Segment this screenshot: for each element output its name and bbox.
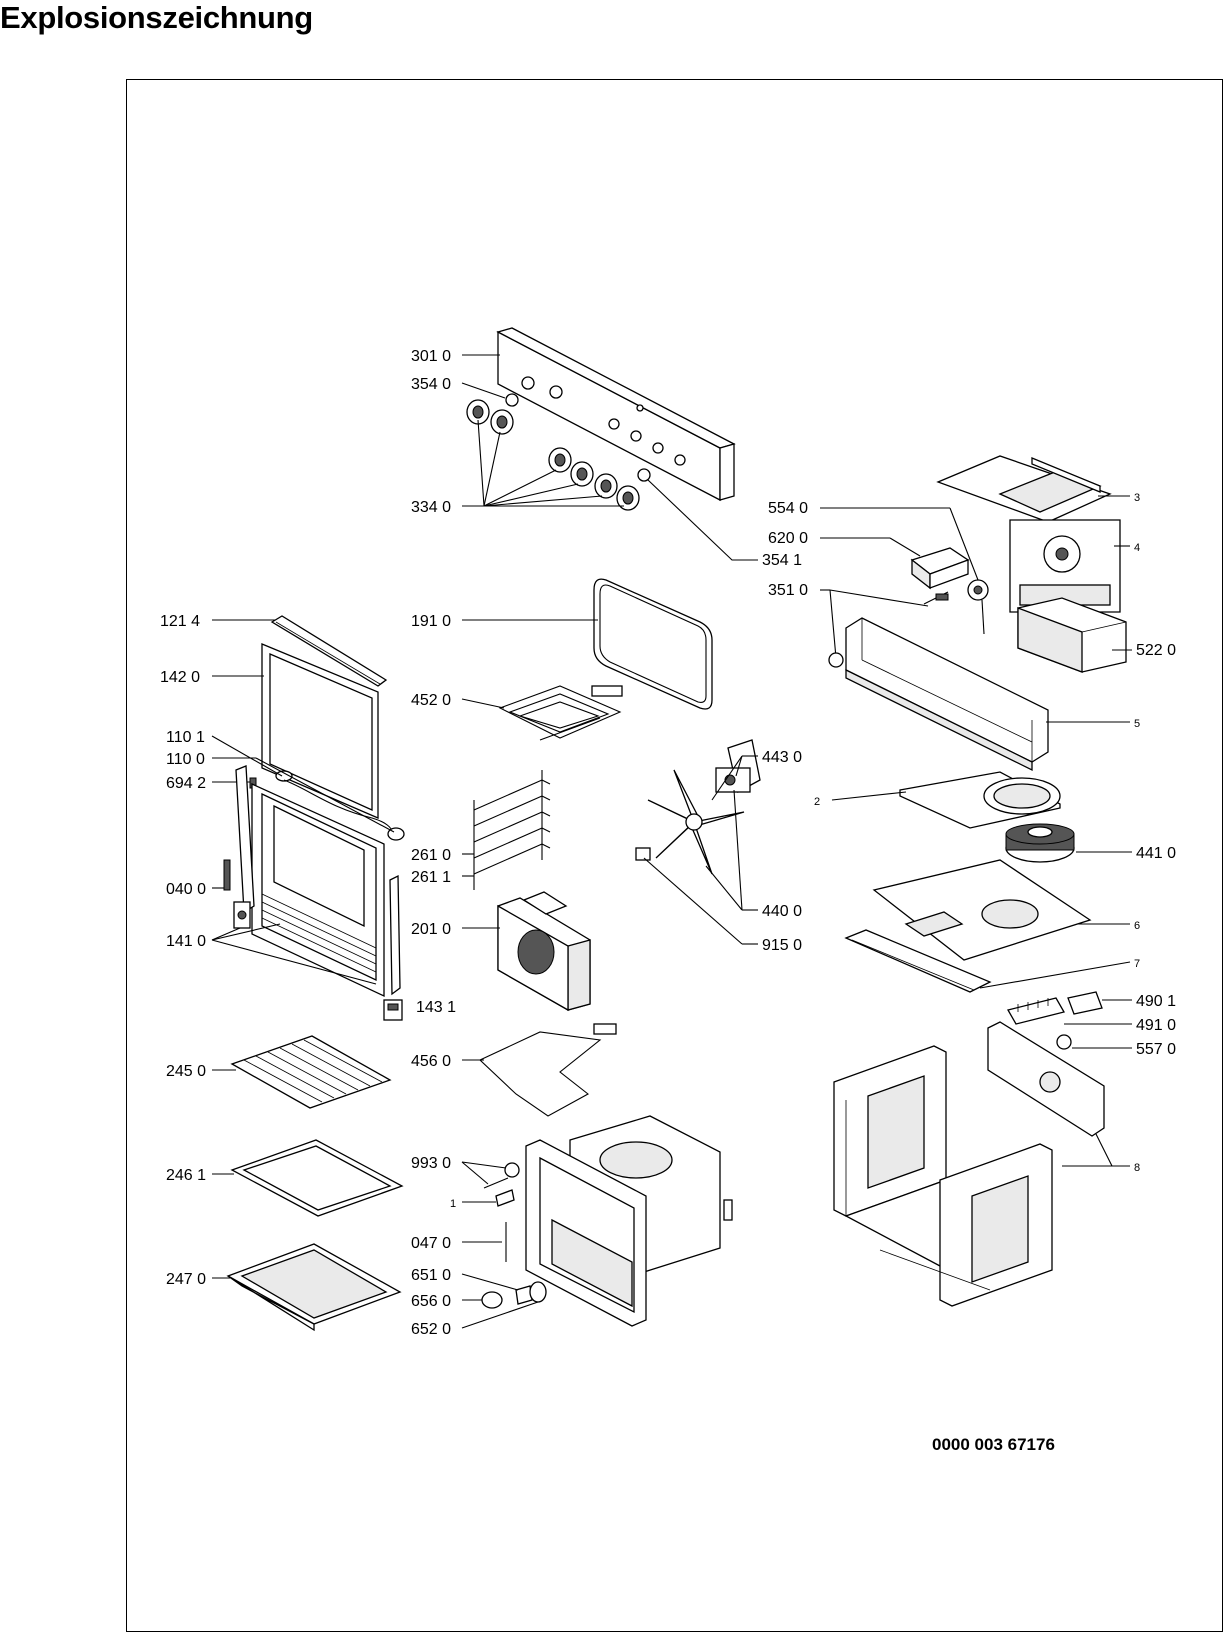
callout-110-0: 110 0	[166, 751, 205, 768]
callout-040-0: 040 0	[166, 881, 206, 898]
fan-motor-part	[715, 739, 761, 793]
callout-351-0: 351 0	[768, 582, 808, 599]
callout-7: 7	[1134, 958, 1140, 970]
rear-panel-part	[497, 891, 591, 1012]
door-gasket-part	[593, 578, 713, 710]
oven-cavity-part	[525, 1115, 733, 1327]
shelf-support-parts	[473, 770, 551, 890]
callout-2: 2	[814, 796, 820, 808]
callout-142-0: 142 0	[160, 669, 200, 686]
callout-261-0: 261 0	[411, 847, 451, 864]
front-strip-part	[844, 929, 992, 993]
callout-354-0: 354 0	[411, 376, 451, 393]
top-heater-part	[498, 685, 623, 741]
timer-module-part	[1017, 597, 1127, 673]
callout-652-0: 652 0	[411, 1321, 451, 1338]
callout-554-0: 554 0	[768, 500, 808, 517]
door-hinge-block-part	[383, 999, 403, 1021]
callout-141-0: 141 0	[166, 933, 206, 950]
callout-443-0: 443 0	[762, 749, 802, 766]
callout-522-0: 522 0	[1136, 642, 1176, 659]
callout-261-1: 261 1	[411, 869, 451, 886]
callout-354-1: 354 1	[762, 552, 802, 569]
outer-door-part	[223, 765, 401, 998]
small-fastener-parts	[481, 1162, 547, 1309]
fan-wheel-part	[1005, 823, 1075, 863]
housing-part	[833, 1021, 1105, 1307]
door-top-rail-part	[270, 615, 388, 687]
callout-993-0: 993 0	[411, 1155, 451, 1172]
page-title: Explosionszeichnung	[0, 0, 313, 35]
callout-651-0: 651 0	[411, 1267, 451, 1284]
callout-1: 1	[450, 1198, 456, 1210]
callout-245-0: 245 0	[166, 1063, 206, 1080]
callout-5: 5	[1134, 718, 1140, 730]
bottom-heater-part	[479, 1023, 617, 1117]
callout-201-0: 201 0	[411, 921, 451, 938]
callout-047-0: 047 0	[411, 1235, 451, 1252]
top-plate-part	[872, 859, 1092, 961]
callout-440-0: 440 0	[762, 903, 802, 920]
front-frame-strip-part	[828, 617, 1049, 772]
drawing-frame	[126, 79, 1223, 1632]
callout-490-1: 490 1	[1136, 993, 1176, 1010]
callout-452-0: 452 0	[411, 692, 451, 709]
callout-143-1: 143 1	[416, 999, 456, 1016]
callout-557-0: 557 0	[1136, 1041, 1176, 1058]
callout-3: 3	[1134, 492, 1140, 504]
callout-4: 4	[1134, 542, 1140, 554]
terminal-block-part	[1007, 991, 1103, 1050]
switch-part	[910, 547, 970, 590]
thermostat-part	[967, 579, 989, 635]
callout-246-1: 246 1	[166, 1167, 206, 1184]
callout-491-0: 491 0	[1136, 1017, 1176, 1034]
control-panel-part	[496, 327, 736, 502]
callout-121-4: 121 4	[160, 613, 200, 630]
callout-191-0: 191 0	[411, 613, 451, 630]
deep-tray-part	[226, 1243, 402, 1332]
callout-656-0: 656 0	[411, 1293, 451, 1310]
callout-334-0: 334 0	[411, 499, 451, 516]
callout-8: 8	[1134, 1162, 1140, 1174]
shallow-tray-part	[230, 1139, 404, 1217]
callout-247-0: 247 0	[166, 1271, 206, 1288]
callout-110-1: 110 1	[166, 729, 205, 746]
document-number: 0000 003 67176	[932, 1435, 1055, 1454]
callout-620-0: 620 0	[768, 530, 808, 547]
callout-6: 6	[1134, 920, 1140, 932]
lamp-part	[923, 591, 949, 605]
cooling-duct-part	[936, 455, 1121, 613]
callout-456-0: 456 0	[411, 1053, 451, 1070]
callout-301-0: 301 0	[411, 348, 451, 365]
wire-rack-part	[230, 1035, 392, 1109]
callout-694-2: 694 2	[166, 775, 206, 792]
fan-cover-plate-part	[899, 771, 1061, 829]
callout-441-0: 441 0	[1136, 845, 1176, 862]
callout-915-0: 915 0	[762, 937, 802, 954]
fan-blade-part	[635, 769, 745, 875]
